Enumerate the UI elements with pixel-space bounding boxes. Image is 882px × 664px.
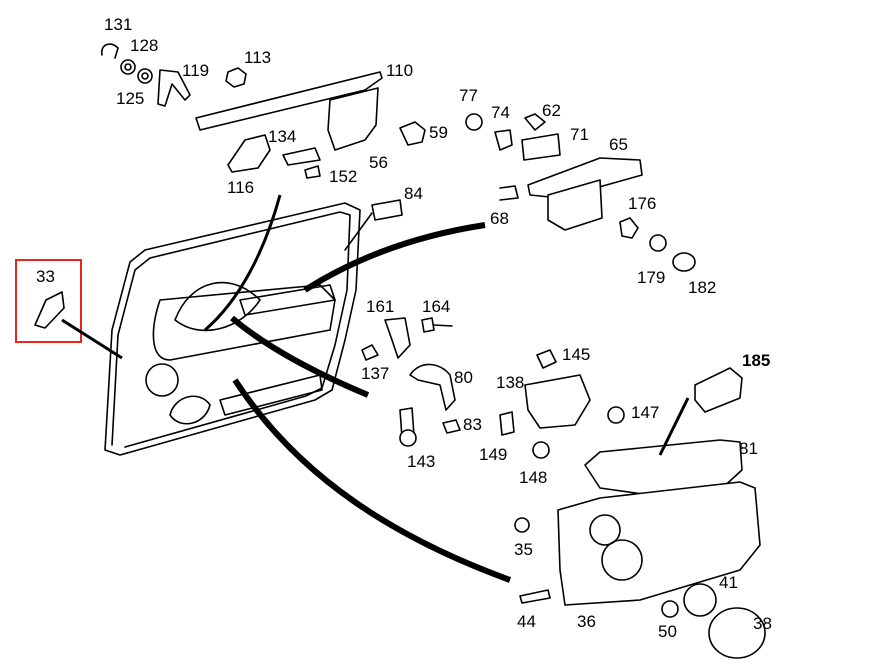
label: 36 — [577, 612, 596, 631]
label: 125 — [116, 89, 144, 108]
label: 119 — [182, 61, 209, 80]
parts-middle — [361, 317, 743, 496]
label: 74 — [491, 103, 510, 122]
part-33-switch-cover — [34, 291, 65, 329]
label: 38 — [753, 614, 772, 633]
part-labels: 131 128 119 125 113 110 77 74 62 71 65 5… — [36, 15, 772, 641]
label: 77 — [459, 86, 478, 105]
label: 71 — [570, 125, 589, 144]
label: 143 — [407, 452, 435, 471]
label: 59 — [429, 123, 448, 142]
label: 80 — [454, 368, 473, 387]
label: 149 — [479, 445, 507, 464]
label: 33 — [36, 267, 55, 286]
label: 176 — [628, 194, 656, 213]
label: 152 — [329, 167, 357, 186]
label: 81 — [739, 439, 758, 458]
label: 147 — [631, 403, 659, 422]
label: 185 — [742, 351, 770, 370]
label: 110 — [386, 61, 413, 80]
label: 182 — [688, 278, 716, 297]
label: 137 — [361, 364, 389, 383]
highlight-box-33[interactable] — [15, 259, 82, 343]
label: 83 — [463, 415, 482, 434]
label: 50 — [658, 622, 677, 641]
label: 161 — [366, 297, 394, 316]
label: 65 — [609, 135, 628, 154]
label: 148 — [519, 468, 547, 487]
label: 138 — [496, 373, 524, 392]
label: 134 — [268, 127, 296, 146]
parts-bottom — [514, 481, 766, 659]
door-shell — [104, 202, 361, 456]
label: 62 — [542, 101, 561, 120]
label: 179 — [637, 268, 665, 287]
label: 44 — [517, 612, 536, 631]
arrows — [61, 194, 690, 583]
label: 56 — [369, 153, 388, 172]
label: 164 — [422, 297, 450, 316]
label: 113 — [244, 48, 271, 67]
label: 145 — [562, 345, 590, 364]
parts-top — [100, 43, 696, 272]
label: 131 — [104, 15, 132, 34]
label: 84 — [404, 184, 423, 203]
label: 68 — [490, 209, 509, 228]
label: 41 — [719, 573, 738, 592]
label: 128 — [130, 36, 158, 55]
label: 116 — [227, 178, 254, 197]
label: 35 — [514, 540, 533, 559]
